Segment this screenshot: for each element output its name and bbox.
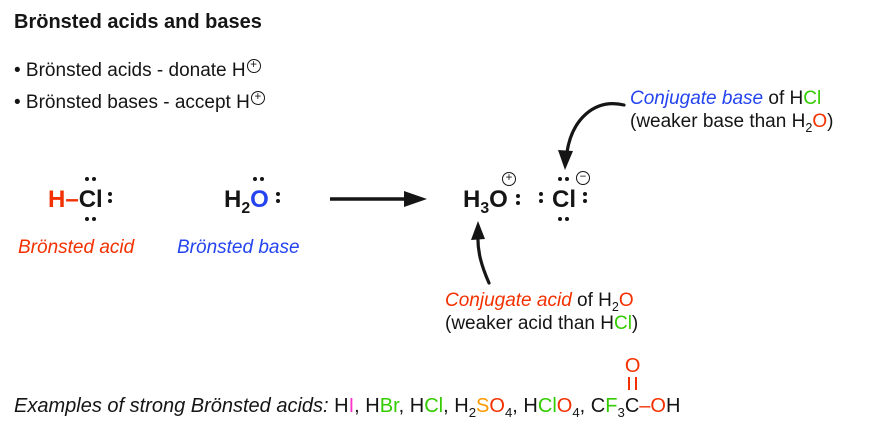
conjugate-base-line2-text: (weaker base than H (630, 111, 806, 132)
lone-pair (85, 217, 96, 221)
lone-pair (85, 177, 96, 181)
hydronium-hydrogen: H (463, 186, 481, 213)
conjugate-base-line2-sub: 2 (805, 120, 813, 135)
conjugate-base-line2: (weaker base than H2O) (630, 110, 834, 135)
bullet-bases-text: • Brönsted bases - accept H (14, 92, 250, 113)
separator: , (512, 395, 524, 417)
conjugate-acid-line2-end: ) (631, 313, 639, 334)
hclo4-cl: Cl (537, 395, 557, 417)
conjugate-acid-oxygen: O (618, 290, 634, 311)
chloride-ion: Cl − (539, 171, 590, 221)
hbr-h: H (365, 395, 380, 417)
conjugate-base-line2-end: ) (827, 111, 834, 132)
examples-intro: Examples of strong Brönsted acids: (14, 395, 335, 417)
hi-h: H (334, 395, 349, 417)
conjugate-acid-line2-text: (weaker acid than H (445, 313, 614, 334)
hcl-h: H (409, 395, 425, 417)
tfa-f: F (605, 395, 618, 417)
water-oxygen: O (250, 186, 269, 213)
conjugate-base-mid: of H (763, 88, 804, 109)
hclo4-o: O (556, 395, 573, 417)
hclo4-h: H (523, 395, 538, 417)
plus-charge-icon: + (246, 52, 261, 73)
reaction-arrow (330, 191, 427, 207)
lone-pair (539, 192, 543, 203)
separator: , (398, 395, 410, 417)
minus-charge-icon: − (576, 171, 590, 185)
h2so4-sub4: 4 (504, 405, 513, 420)
conjugate-acid-mid-sub: 2 (611, 299, 619, 314)
bullet-acids-text: • Brönsted acids - donate H (14, 60, 246, 81)
hydronium-oxygen: O (489, 186, 508, 213)
curved-arrow-to-chloride (558, 102, 626, 170)
lone-pair (276, 192, 280, 203)
lone-pair (558, 177, 569, 181)
h2so4-o: O (489, 395, 505, 417)
conjugate-acid-mid: of H (571, 290, 612, 311)
page-title: Brönsted acids and bases (14, 11, 262, 33)
tfa-h: H (665, 395, 681, 417)
conjugate-acid-line2-chlorine: Cl (613, 313, 632, 334)
water-hydrogen: H (224, 186, 242, 213)
lone-pair (516, 194, 520, 205)
h2so4-sub2: 2 (468, 405, 477, 420)
h2so4-s: S (476, 395, 490, 417)
conjugate-base-annotation: Conjugate base of HCl (weaker base than … (630, 87, 834, 135)
hcl-cl: Cl (424, 395, 444, 417)
conjugate-base-line2-oxygen: O (812, 111, 828, 132)
hydronium-molecule: H3O + (463, 172, 520, 216)
hcl-hydrogen: H (48, 186, 66, 213)
lone-pair (558, 217, 569, 221)
bullet-acids: • Brönsted acids - donate H+ (14, 58, 261, 82)
strong-acids-examples: Examples of strong Brönsted acids: HI, H… (14, 355, 681, 420)
tfa-carbonyl-oxygen: O (624, 355, 641, 377)
hcl-chlorine: Cl (78, 186, 103, 213)
conjugate-base-line1: Conjugate base of HCl (630, 87, 833, 110)
water-molecule: H2O (224, 177, 280, 216)
bronsted-base-label: Brönsted base (177, 237, 300, 258)
conjugate-acid-title: Conjugate acid (445, 290, 572, 311)
tfa-bond: – (639, 395, 651, 417)
conjugate-base-halide: Cl (803, 88, 822, 109)
tfa-c1: C (590, 395, 606, 417)
conjugate-base-title: Conjugate base (630, 88, 764, 109)
separator: , (354, 395, 366, 417)
plus-charge-icon: + (250, 84, 265, 105)
chloride-chlorine: Cl (552, 186, 576, 213)
tfa-o: O (650, 395, 666, 417)
lone-pair (253, 177, 264, 181)
tfa-sub3: 3 (617, 405, 625, 420)
lone-pair (108, 192, 112, 203)
lone-pair (583, 192, 587, 203)
curved-arrow-to-hydronium (471, 221, 491, 285)
tfa-c2: C (624, 395, 640, 417)
hydronium-subscript: 3 (480, 199, 490, 217)
bullet-bases: • Brönsted bases - accept H+ (14, 90, 265, 114)
h2so4-h: H (454, 395, 469, 417)
hcl-bond: – (65, 186, 79, 213)
separator: , (443, 395, 455, 417)
conjugate-acid-annotation: Conjugate acid of H2O (weaker acid than … (445, 289, 638, 335)
double-bond-icon (627, 377, 637, 390)
hclo4-sub4: 4 (572, 405, 580, 420)
conjugate-acid-line2: (weaker acid than HCl) (445, 312, 638, 335)
separator: , (579, 395, 591, 417)
water-subscript: 2 (241, 199, 251, 217)
conjugate-acid-line1: Conjugate acid of H2O (445, 289, 638, 314)
hcl-molecule: H–Cl (48, 177, 112, 221)
hi-i: I (348, 395, 355, 417)
hbr-br: Br (379, 395, 399, 417)
plus-charge-icon: + (502, 172, 516, 186)
bronsted-acid-label: Brönsted acid (18, 237, 135, 258)
